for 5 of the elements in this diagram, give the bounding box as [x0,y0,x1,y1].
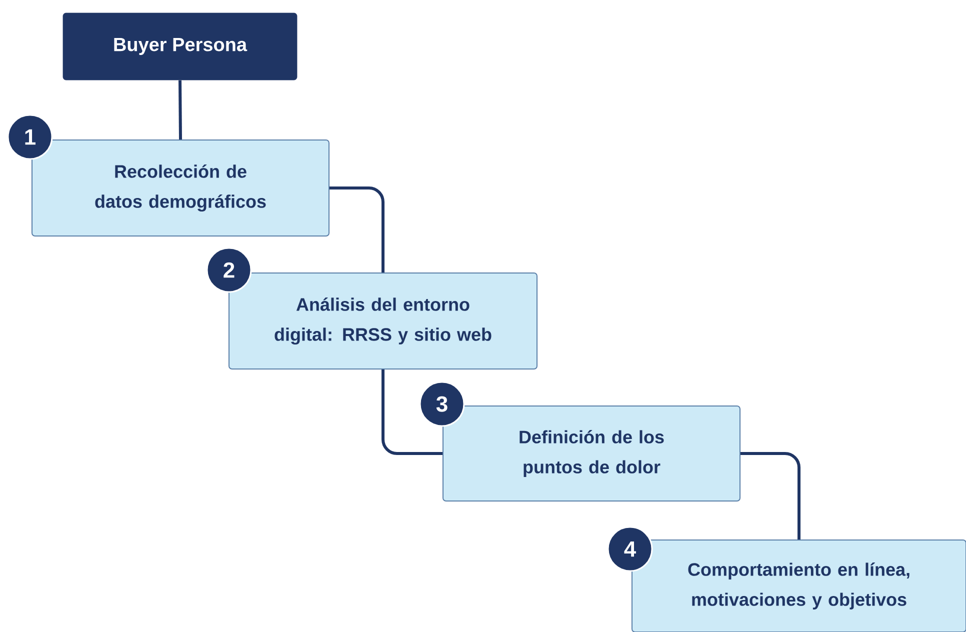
connector-line [178,80,182,140]
connector-line [382,370,442,455]
connector-line [330,186,384,272]
connector-line [740,452,800,540]
title-box: Buyer Persona [62,12,298,80]
